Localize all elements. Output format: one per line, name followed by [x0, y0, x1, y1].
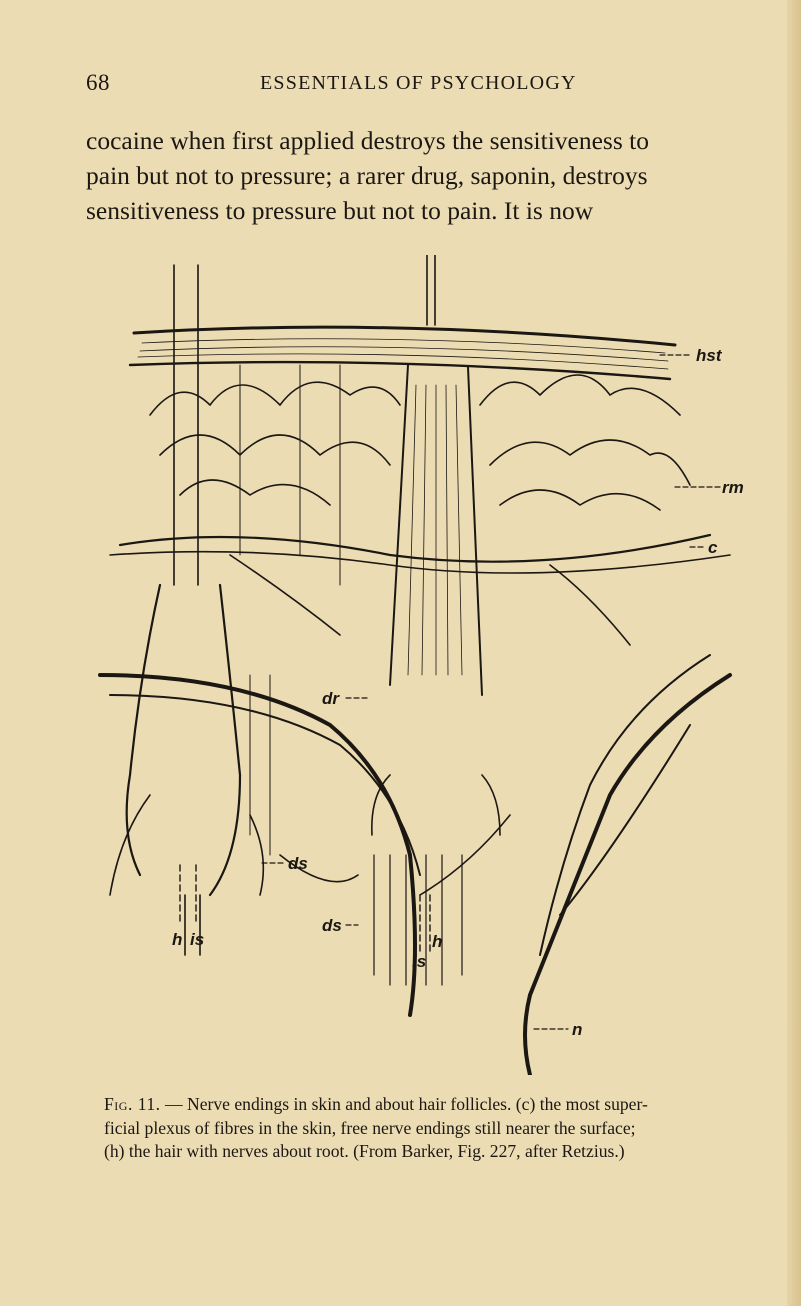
label-ds-center: ds — [322, 916, 342, 935]
page-edge — [787, 0, 801, 1306]
label-h-center: h — [432, 932, 442, 951]
figure-number: Fig. 11. — [104, 1094, 161, 1114]
running-head: 68 ESSENTIALS OF PSYCHOLOGY — [86, 70, 726, 104]
caption-line: ficial plexus of fibres in the skin, fre… — [104, 1117, 636, 1138]
label-hst: hst — [696, 346, 723, 365]
body-text: cocaine when first applied destroys the … — [86, 123, 740, 228]
label-is-left: is — [190, 930, 204, 949]
figure-illustration: hst rm c dr ds ds h is h is n — [98, 255, 744, 1075]
body-line: pain but not to pressure; a rarer drug, … — [86, 161, 648, 190]
label-is-center: is — [412, 952, 426, 971]
running-title: ESSENTIALS OF PSYCHOLOGY — [260, 72, 577, 94]
caption-line-1-text: — Nerve endings in skin and about hair f… — [160, 1094, 648, 1114]
caption-line: (h) the hair with nerves about root. (Fr… — [104, 1141, 625, 1161]
figure-caption: Fig. 11. — Nerve endings in skin and abo… — [104, 1093, 744, 1164]
nerve-endings-figure: hst rm c dr ds ds h is h is n — [90, 255, 750, 1075]
label-rm: rm — [722, 478, 744, 497]
body-line: sensitiveness to pressure but not to pai… — [86, 196, 594, 225]
page-number: 68 — [86, 70, 110, 95]
label-h-left: h — [172, 930, 182, 949]
caption-line: Fig. 11. — Nerve endings in skin and abo… — [104, 1093, 744, 1117]
label-c: c — [708, 538, 718, 557]
body-line: cocaine when first applied destroys the … — [86, 126, 649, 155]
label-n: n — [572, 1020, 582, 1039]
label-ds-left: ds — [288, 854, 308, 873]
label-dr: dr — [322, 689, 340, 708]
